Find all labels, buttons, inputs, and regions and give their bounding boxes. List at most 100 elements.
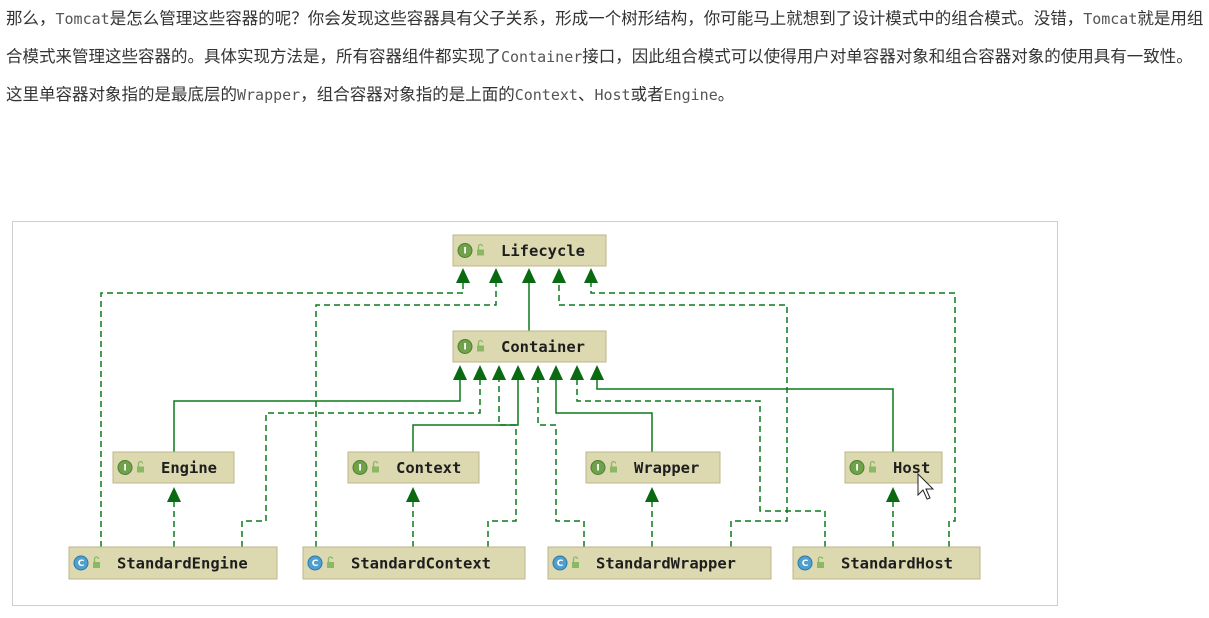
extends-line [596, 380, 894, 452]
edge-wrapper-to-container [549, 365, 653, 452]
implements-line [241, 380, 481, 547]
inheritance-arrowhead [489, 268, 503, 283]
node-box [547, 546, 772, 580]
node-standard-wrapper[interactable]: C StandardWrapper [547, 546, 772, 580]
access-lock-icon [572, 556, 579, 568]
svg-text:I: I [358, 464, 361, 474]
class-diagram-frame [12, 221, 1058, 606]
extends-line [173, 380, 461, 452]
node-label: StandardContext [351, 555, 491, 573]
implements-line [576, 380, 826, 547]
inline-code: Context [514, 86, 578, 104]
edge-engine-to-container [173, 365, 467, 452]
inline-code: Host [594, 86, 631, 104]
node-label: Context [396, 459, 461, 477]
access-lock-icon [610, 460, 617, 473]
node-box [347, 451, 480, 484]
node-standard-context[interactable]: C StandardContext [302, 546, 526, 580]
mouse-cursor-icon [917, 472, 935, 500]
inheritance-arrowhead [473, 365, 487, 380]
node-box [112, 451, 235, 484]
implements-line [315, 283, 497, 547]
implements-line [558, 283, 788, 547]
node-label: Wrapper [634, 459, 699, 477]
implements-line [537, 380, 585, 547]
access-lock-icon [93, 556, 100, 568]
edge-standard_host-to-container [570, 365, 826, 547]
edge-host-to-container [590, 365, 894, 452]
edge-standard_host-to-host [886, 487, 900, 547]
access-lock-icon [869, 460, 876, 473]
inheritance-arrowhead [549, 365, 563, 380]
node-label: StandardEngine [117, 555, 248, 573]
inheritance-arrowhead [456, 268, 470, 283]
svg-text:I: I [596, 464, 599, 474]
interface-badge-icon: I [352, 460, 368, 475]
extends-line [555, 380, 653, 452]
intro-text: 是怎么管理这些容器的呢？你会发现这些容器具有父子关系，形成一个树形结构，你可能马… [109, 9, 1084, 28]
inline-code: Container [501, 48, 583, 66]
implements-line [487, 380, 517, 547]
intro-text: ，组合容器对象指的是上面的 [300, 85, 515, 104]
node-context[interactable]: I Context [347, 451, 480, 484]
edge-standard_engine-to-container [241, 365, 487, 547]
node-label: Container [501, 338, 585, 356]
inheritance-arrowhead [645, 487, 659, 502]
inheritance-arrowhead [584, 268, 598, 283]
svg-text:C: C [802, 559, 809, 569]
node-host[interactable]: I Host [844, 451, 943, 484]
inheritance-arrowhead [492, 365, 506, 380]
node-wrapper[interactable]: I Wrapper [585, 451, 721, 484]
inheritance-arrowhead [522, 268, 536, 283]
inheritance-arrowhead [552, 268, 566, 283]
inline-code: Tomcat [1083, 10, 1138, 28]
intro-text: 就是用组合模式来管理这些容器的。具体实现方法是，所有容器组件都实现了 [6, 9, 1204, 66]
class-badge-icon: C [73, 555, 89, 571]
implements-line [590, 283, 956, 547]
edge-container-to-lifecycle [522, 268, 536, 331]
class-badge-icon: C [552, 555, 568, 571]
node-box [68, 546, 278, 580]
access-lock-icon [817, 556, 824, 568]
node-label: StandardWrapper [596, 555, 736, 573]
implements-line [100, 283, 464, 547]
node-box [792, 546, 981, 580]
node-lifecycle[interactable]: I Lifecycle [452, 234, 607, 267]
edge-standard_context-to-context [406, 487, 420, 547]
node-standard-host[interactable]: C StandardHost [792, 546, 981, 580]
inheritance-arrowhead [531, 365, 545, 380]
svg-text:I: I [855, 464, 858, 474]
inheritance-arrowhead [167, 487, 181, 502]
svg-text:C: C [78, 559, 85, 569]
node-box [302, 546, 526, 580]
interface-badge-icon: I [590, 460, 606, 475]
inline-code: Engine [663, 86, 718, 104]
svg-text:C: C [312, 559, 319, 569]
interface-badge-icon: I [849, 460, 865, 475]
edge-standard_engine-to-lifecycle [100, 268, 470, 547]
inheritance-arrowhead [511, 365, 525, 380]
node-standard-engine[interactable]: C StandardEngine [68, 546, 278, 580]
intro-text: 那么， [6, 9, 56, 28]
inline-code: Wrapper [237, 86, 301, 104]
edge-standard_context-to-container [487, 365, 517, 547]
intro-paragraph: 那么， Tomcat是怎么管理这些容器的呢？你会发现这些容器具有父子关系，形成一个… [6, 0, 1206, 114]
edge-standard_context-to-lifecycle [315, 268, 503, 547]
node-label: Host [893, 459, 930, 477]
intro-text: 。 [717, 85, 735, 104]
class-badge-icon: C [797, 555, 813, 571]
svg-text:C: C [557, 559, 564, 569]
node-label: Engine [161, 459, 217, 477]
node-box [585, 451, 721, 484]
node-label: StandardHost [841, 555, 953, 573]
access-lock-icon [477, 243, 484, 256]
inheritance-arrowhead [453, 365, 467, 380]
edge-standard_wrapper-to-wrapper [645, 487, 659, 547]
svg-text:I: I [463, 247, 466, 257]
node-label: Lifecycle [501, 242, 585, 260]
edge-context-to-container [412, 365, 525, 452]
intro-text: 或者 [630, 85, 664, 104]
